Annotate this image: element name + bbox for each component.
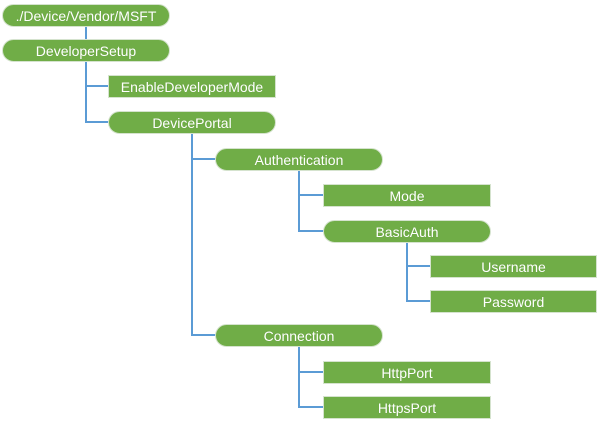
- connector-line: [191, 334, 216, 336]
- node-mode: Mode: [323, 184, 491, 207]
- connector-line: [191, 158, 216, 160]
- connector-line: [298, 194, 324, 196]
- connector-line: [406, 300, 431, 302]
- connector-line: [298, 230, 324, 232]
- connector-line: [298, 371, 324, 373]
- node-username: Username: [430, 255, 597, 278]
- connector-line: [406, 243, 408, 302]
- connector-line: [85, 85, 109, 87]
- node-developersetup: DeveloperSetup: [2, 39, 170, 62]
- connector-line: [298, 347, 300, 408]
- node-password: Password: [430, 290, 597, 313]
- node-enabledevelopermode: EnableDeveloperMode: [108, 75, 276, 98]
- node-device-vendor-msft: ./Device/Vendor/MSFT: [2, 4, 170, 27]
- connector-line: [298, 171, 300, 232]
- connector-line: [298, 406, 324, 408]
- connector-line: [191, 134, 193, 336]
- node-httpport: HttpPort: [323, 361, 491, 384]
- connector-line: [85, 62, 87, 123]
- node-authentication: Authentication: [215, 148, 383, 171]
- node-deviceportal: DevicePortal: [108, 111, 276, 134]
- node-basicauth: BasicAuth: [323, 220, 491, 243]
- connector-line: [406, 265, 431, 267]
- connector-line: [85, 121, 109, 123]
- node-connection: Connection: [215, 324, 383, 347]
- node-httpsport: HttpsPort: [323, 396, 491, 419]
- connector-line: [85, 27, 87, 40]
